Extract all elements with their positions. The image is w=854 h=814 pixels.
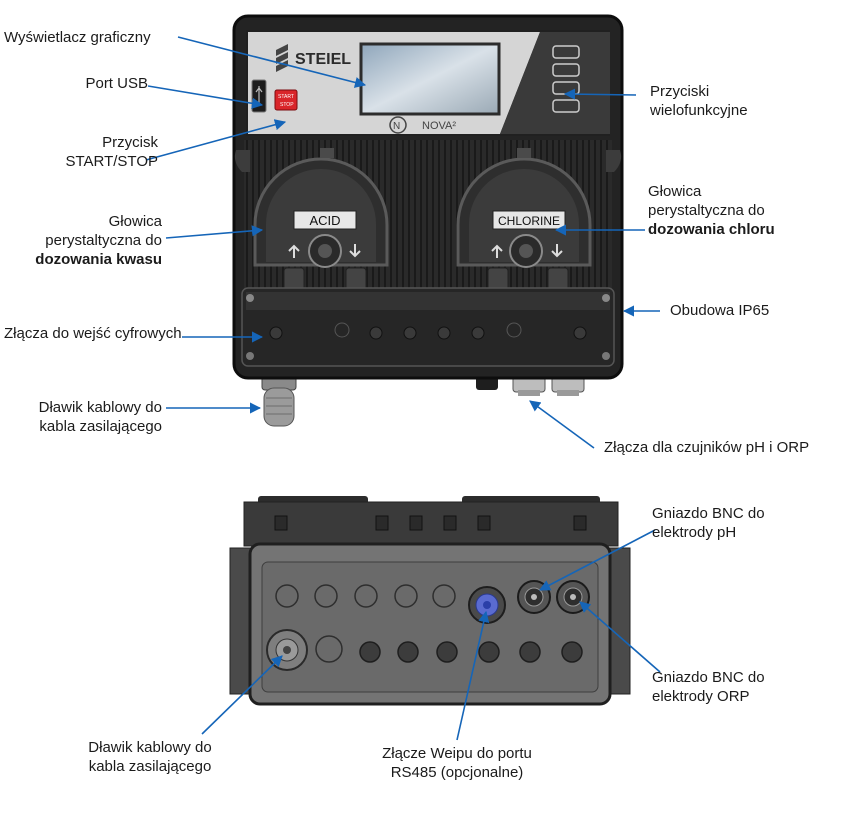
start-stop-button[interactable] <box>274 89 298 111</box>
arrow-down-icon <box>551 244 563 258</box>
leader-lines <box>145 36 661 741</box>
multi-button-1[interactable] <box>552 45 580 59</box>
label-weipu: Złącze Weipu do portu RS485 (opcjonalne) <box>382 745 532 781</box>
front-view: STEIEL N NOVA² START STOP <box>232 14 624 427</box>
leader-bnc-orp <box>579 601 661 673</box>
brand-text: STEIEL <box>295 51 351 68</box>
leader-usb <box>147 85 264 109</box>
bottom-view <box>229 496 631 706</box>
leader-bnc-ph <box>539 529 656 591</box>
leader-display <box>177 36 367 88</box>
model-text: NOVA² <box>422 120 456 132</box>
steiel-logo-icon <box>276 44 288 72</box>
leader-bottom-gland <box>201 655 283 735</box>
chlorine-tag-text: CHLORINE <box>498 214 560 228</box>
sensor-connectors-front <box>512 375 585 396</box>
arrow-up-icon <box>288 244 300 258</box>
label-multi-buttons: Przyciski wielofunkcyjne <box>650 83 748 119</box>
label-display: Wyświetlacz graficzny <box>4 29 151 46</box>
label-start-stop: Przycisk START/STOP <box>65 134 158 170</box>
leader-multi <box>563 88 637 100</box>
acid-tag-text: ACID <box>309 213 340 228</box>
leader-sensors <box>529 400 595 449</box>
acid-tag <box>293 210 357 230</box>
graphic-display <box>359 42 501 116</box>
label-acid-head: Głowica perystaltyczna do dozowania kwas… <box>35 213 162 268</box>
label-bottom-gland: Dławik kablowy do kabla zasilającego <box>88 739 212 775</box>
leader-start-stop <box>145 119 287 161</box>
power-cable-gland-front <box>261 375 297 427</box>
label-sensors: Złącza dla czujników pH i ORP <box>604 439 810 456</box>
label-bnc-orp: Gniazdo BNC do elektrody ORP <box>652 669 765 705</box>
arrow-up-icon <box>491 244 503 258</box>
leader-acid <box>165 225 264 239</box>
multifunction-buttons <box>552 45 580 113</box>
weipu-connector[interactable] <box>468 586 506 624</box>
acid-pump-head: ACID <box>253 148 389 295</box>
label-bnc-ph: Gniazdo BNC do elektrody pH <box>652 505 765 541</box>
nova-logo-icon <box>389 116 407 134</box>
bnc-orp-socket[interactable] <box>556 580 590 614</box>
label-ip65: Obudowa IP65 <box>670 302 770 319</box>
chlorine-pump-head: CHLORINE <box>456 148 592 295</box>
label-usb: Port USB <box>85 75 148 92</box>
label-digital-inputs: Złącza do wejść cyfrowych <box>4 325 182 342</box>
bnc-ph-socket[interactable] <box>517 580 551 614</box>
chlorine-tag <box>492 210 566 230</box>
digital-input-connectors <box>269 322 587 340</box>
svg-text:N: N <box>393 121 400 132</box>
bottom-small-connectors <box>359 641 583 663</box>
arrow-down-icon <box>349 244 361 258</box>
start-text: START <box>278 94 294 100</box>
bottom-lid <box>243 501 619 547</box>
leader-weipu <box>456 610 490 741</box>
stop-text: STOP <box>280 102 294 108</box>
bottom-knockouts <box>275 584 456 663</box>
multi-button-4[interactable] <box>552 99 580 113</box>
multi-button-2[interactable] <box>552 63 580 77</box>
label-power-gland: Dławik kablowy do kabla zasilającego <box>38 399 162 435</box>
label-chlorine-head: Głowica perystaltyczna do dozowania chlo… <box>648 183 775 238</box>
